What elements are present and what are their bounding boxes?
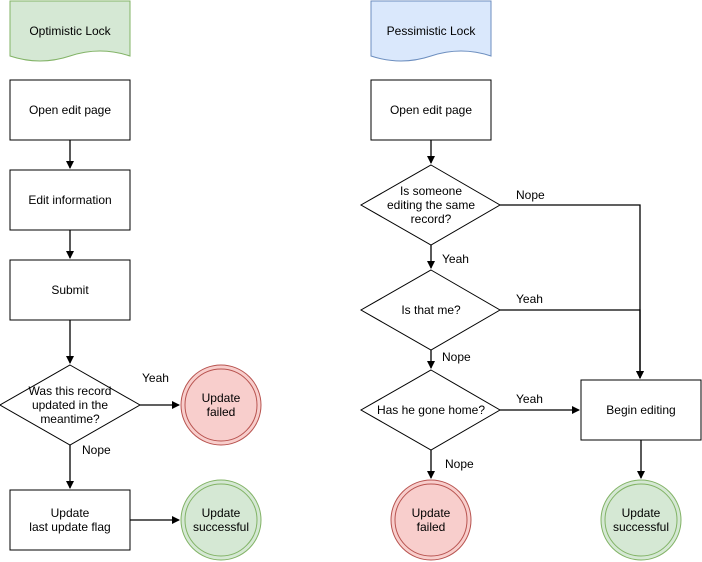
pessimistic-header-shape bbox=[370, 0, 492, 62]
optimistic-decision-line-3: meantime? bbox=[40, 412, 100, 426]
pessimistic-open-edit-page-box bbox=[370, 79, 492, 141]
pessimistic-me-yes-label: Yeah bbox=[516, 292, 543, 306]
optimistic-update-flag-line-2: last update flag bbox=[29, 520, 110, 534]
pessimistic-someone-no-label: Nope bbox=[516, 188, 545, 202]
optimistic-success-line-2: successful bbox=[193, 520, 249, 534]
pessimistic-update-successful-node: Update successful bbox=[600, 479, 682, 561]
pessimistic-someone-line-3: record? bbox=[411, 212, 452, 226]
pessimistic-update-failed-node: Update failed bbox=[390, 479, 472, 561]
pessimistic-someone-line-2: editing the same bbox=[387, 198, 475, 212]
optimistic-header-shape bbox=[9, 0, 131, 62]
pessimistic-failed-line-2: failed bbox=[417, 520, 446, 534]
optimistic-failed-line-1: Update bbox=[202, 391, 241, 405]
optimistic-update-flag-line-1: Update bbox=[51, 506, 90, 520]
pessimistic-header-title: Pessimistic Lock bbox=[387, 24, 477, 38]
optimistic-submit-label: Submit bbox=[51, 283, 89, 297]
pessimistic-edge-me-yes bbox=[500, 309, 644, 379]
optimistic-lock-flow: Optimistic Lock Open edit page Edit info… bbox=[0, 0, 262, 561]
optimistic-no-label: Nope bbox=[82, 443, 111, 457]
optimistic-yes-label: Yeah bbox=[142, 371, 169, 385]
optimistic-decision-line-2: updated in the bbox=[32, 398, 108, 412]
pessimistic-someone-line-1: Is someone bbox=[400, 184, 462, 198]
optimistic-update-failed-node: Update failed bbox=[180, 364, 262, 446]
optimistic-failed-line-2: failed bbox=[207, 405, 236, 419]
pessimistic-gone-home-label: Has he gone home? bbox=[377, 403, 485, 417]
pessimistic-success-line-1: Update bbox=[622, 506, 661, 520]
optimistic-open-edit-page-box bbox=[9, 79, 131, 141]
pessimistic-success-line-2: successful bbox=[613, 520, 669, 534]
pessimistic-begin-editing-label: Begin editing bbox=[606, 403, 675, 417]
optimistic-update-flag-box bbox=[9, 489, 131, 551]
pessimistic-open-edit-page-label: Open edit page bbox=[390, 103, 472, 117]
optimistic-edit-information-label: Edit information bbox=[28, 193, 111, 207]
pessimistic-begin-editing-box bbox=[580, 379, 702, 441]
pessimistic-home-no-label: Nope bbox=[445, 457, 474, 471]
pessimistic-is-that-me-label: Is that me? bbox=[401, 303, 461, 317]
optimistic-update-successful-node: Update successful bbox=[180, 479, 262, 561]
pessimistic-failed-line-1: Update bbox=[412, 506, 451, 520]
optimistic-success-line-1: Update bbox=[202, 506, 241, 520]
optimistic-header-title: Optimistic Lock bbox=[29, 24, 111, 38]
optimistic-decision-line-1: Was this record bbox=[29, 384, 112, 398]
optimistic-submit-box bbox=[9, 259, 131, 321]
optimistic-open-edit-page-label: Open edit page bbox=[29, 103, 111, 117]
pessimistic-me-no-label: Nope bbox=[442, 350, 471, 364]
pessimistic-someone-yes-label: Yeah bbox=[442, 252, 469, 266]
pessimistic-home-yes-label: Yeah bbox=[516, 392, 543, 406]
pessimistic-lock-flow: Pessimistic Lock Open edit page Is someo… bbox=[359, 0, 702, 561]
